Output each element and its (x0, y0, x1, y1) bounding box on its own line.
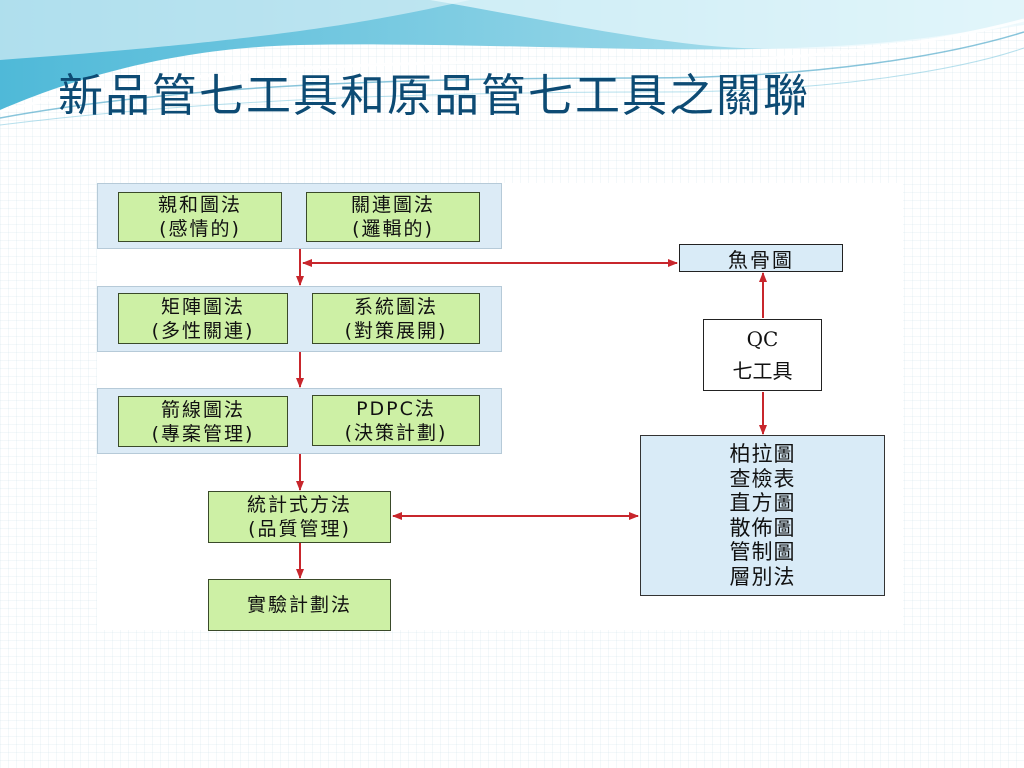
pdpc-box: PDPC法 (決策計劃) (312, 395, 480, 446)
tool-list-item: 管制圖 (729, 540, 796, 564)
statistical-methods-box: 統計式方法 (品質管理) (208, 491, 391, 543)
slide-title: 新品管七工具和原品管七工具之關聯 (58, 69, 811, 122)
statistical-methods-name: 統計式方法 (246, 494, 352, 516)
qc-label: QC (746, 327, 779, 351)
pdpc-note: (決策計劃) (344, 421, 448, 444)
affinity-diagram-name: 親和圖法 (157, 194, 242, 216)
relations-diagram-note: (邏輯的) (352, 218, 434, 240)
matrix-diagram-note: (多性關連) (151, 319, 255, 342)
affinity-diagram-note: (感情的) (159, 218, 241, 240)
header-wave-decoration (0, 0, 1024, 126)
tool-list-item: 層別法 (729, 564, 796, 589)
fishbone-diagram-label: 魚骨圖 (728, 247, 794, 272)
design-of-experiments-box: 實驗計劃法 (208, 579, 391, 631)
tool-list-item: 查檢表 (729, 466, 796, 491)
tool-list-item: 散佈圖 (729, 515, 796, 540)
tool-list-item: 直方圖 (729, 491, 796, 515)
systematic-diagram-name: 系統圖法 (353, 295, 438, 318)
arrow-diagram-name: 箭線圖法 (160, 398, 245, 421)
design-of-experiments-name: 實驗計劃法 (246, 594, 352, 616)
pdpc-name: PDPC法 (356, 397, 436, 420)
qc-tools-list-box: 柏拉圖 查檢表 直方圖 散佈圖 管制圖 層別法 (640, 435, 885, 596)
statistical-methods-note: (品質管理) (248, 518, 351, 540)
systematic-diagram-box: 系統圖法 (對策展開) (312, 293, 480, 344)
arrow-diagram-box: 箭線圖法 (專案管理) (118, 396, 288, 447)
tool-list-item: 柏拉圖 (729, 442, 796, 466)
relations-diagram-box: 關連圖法 (邏輯的) (306, 192, 480, 242)
matrix-diagram-box: 矩陣圖法 (多性關連) (118, 293, 288, 344)
matrix-diagram-name: 矩陣圖法 (160, 295, 245, 318)
relations-diagram-name: 關連圖法 (350, 194, 435, 216)
seven-tools-label: 七工具 (732, 359, 793, 383)
systematic-diagram-note: (對策展開) (344, 319, 448, 342)
affinity-diagram-box: 親和圖法 (感情的) (118, 192, 282, 242)
qc-seven-tools-box: QC 七工具 (703, 319, 822, 391)
fishbone-diagram-box: 魚骨圖 (679, 244, 843, 272)
arrow-diagram-note: (專案管理) (151, 422, 255, 445)
